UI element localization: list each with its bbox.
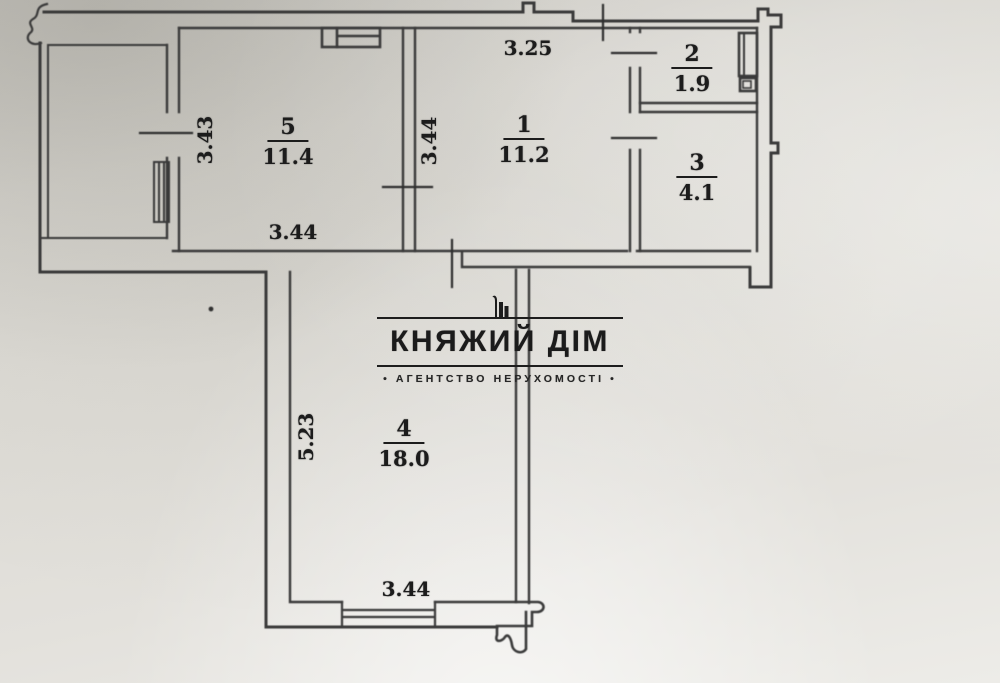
dim-room5-bottom: 3.44 bbox=[268, 220, 318, 244]
room-2-number: 2 bbox=[671, 42, 713, 70]
room-3-number: 3 bbox=[676, 151, 718, 179]
dimension-ticks bbox=[138, 3, 658, 289]
logo-rule-bottom bbox=[377, 365, 623, 367]
wall-break-icon bbox=[26, 2, 49, 46]
fixture-room5 bbox=[320, 26, 382, 49]
dim-room4-left: 5.23 bbox=[294, 412, 318, 462]
room-5-number: 5 bbox=[267, 115, 309, 143]
dim-room4-bottom: 3.44 bbox=[381, 577, 431, 601]
room-1-area: 11.2 bbox=[498, 142, 550, 168]
room-4-label: 4 18.0 bbox=[378, 417, 430, 472]
dim-room1-top: 3.25 bbox=[503, 36, 553, 60]
dim-room5-left: 3.43 bbox=[193, 115, 217, 165]
room-5-label: 5 11.4 bbox=[262, 115, 314, 170]
dim-room1-left: 3.44 bbox=[417, 116, 441, 166]
room-4-area: 18.0 bbox=[378, 446, 430, 472]
pillar-bottom-right bbox=[495, 600, 545, 654]
room-1-number: 1 bbox=[503, 113, 545, 141]
agency-watermark: КНЯЖИЙ ДІМ • АГЕНТСТВО НЕРУХОМОСТІ • bbox=[377, 293, 623, 385]
interior-walls bbox=[165, 26, 759, 605]
room-4-number: 4 bbox=[383, 417, 425, 445]
fixture-room2 bbox=[737, 31, 759, 93]
room-3-area: 4.1 bbox=[678, 180, 716, 206]
logo-building-icon bbox=[492, 295, 509, 318]
balcony-walls bbox=[39, 44, 168, 239]
room-3-label: 3 4.1 bbox=[676, 151, 718, 206]
agency-tagline: • АГЕНТСТВО НЕРУХОМОСТІ • bbox=[383, 373, 617, 385]
window-room4-bottom bbox=[340, 600, 437, 629]
window-room5-left bbox=[153, 161, 170, 223]
agency-name: КНЯЖИЙ ДІМ bbox=[390, 325, 610, 358]
room-2-label: 2 1.9 bbox=[671, 42, 713, 97]
room-1-label: 1 11.2 bbox=[498, 113, 550, 168]
room-5-area: 11.4 bbox=[262, 144, 314, 170]
room-2-area: 1.9 bbox=[673, 71, 711, 97]
speck-artifact bbox=[208, 306, 214, 312]
logo-rule-top bbox=[377, 317, 623, 319]
